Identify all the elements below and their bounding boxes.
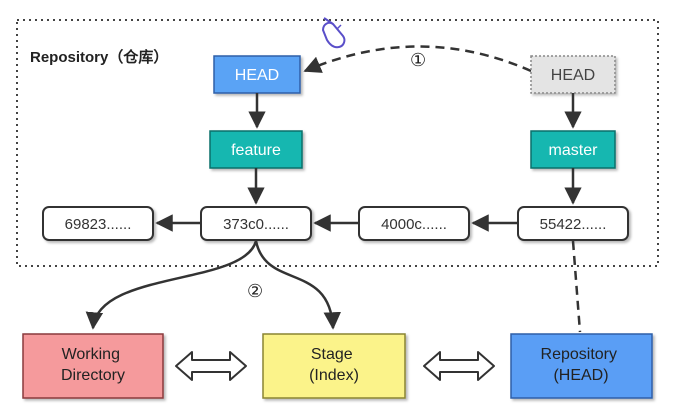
repo-head-link: [571, 240, 582, 333]
pointer-hand-icon: [321, 17, 346, 49]
commit-69823: 69823......: [42, 206, 154, 241]
head-move-arrow: [303, 45, 532, 73]
stage-index-box: Stage (Index): [262, 333, 406, 399]
stage-index-label: Stage (Index): [309, 346, 359, 384]
double-arrow-icon: [423, 351, 495, 381]
master-branch-box: master: [530, 130, 616, 169]
commit-55422: 55422......: [517, 206, 629, 241]
checkout-to-working-arrow: [85, 240, 258, 330]
feature-branch-box: feature: [209, 130, 303, 169]
repository-head-box: Repository (HEAD): [510, 333, 653, 399]
working-directory-box: Working Directory: [22, 333, 164, 399]
step-1-marker: ①: [410, 50, 426, 70]
feature-branch-label: feature: [231, 142, 281, 159]
double-arrow-icon: [175, 351, 247, 381]
head-previous-label: HEAD: [551, 67, 595, 84]
commit-373c0: 373c0......: [200, 206, 312, 241]
commit-55422-label: 55422......: [540, 216, 607, 233]
repository-boundary: [16, 19, 659, 267]
step-2-marker: ②: [247, 281, 263, 301]
repository-label: Repository（仓库）: [30, 48, 168, 66]
head-current-box: HEAD: [213, 55, 301, 94]
commit-4000c: 4000c......: [358, 206, 470, 241]
commit-69823-label: 69823......: [65, 216, 132, 233]
master-branch-label: master: [549, 142, 599, 159]
head-previous-box: HEAD: [530, 55, 616, 94]
commit-373c0-label: 373c0......: [223, 216, 289, 233]
commit-4000c-label: 4000c......: [381, 216, 447, 233]
working-directory-label: Working Directory: [61, 346, 125, 384]
head-current-label: HEAD: [235, 67, 279, 84]
checkout-to-stage-arrow: [254, 240, 342, 330]
repository-head-label: Repository (HEAD): [541, 346, 622, 384]
